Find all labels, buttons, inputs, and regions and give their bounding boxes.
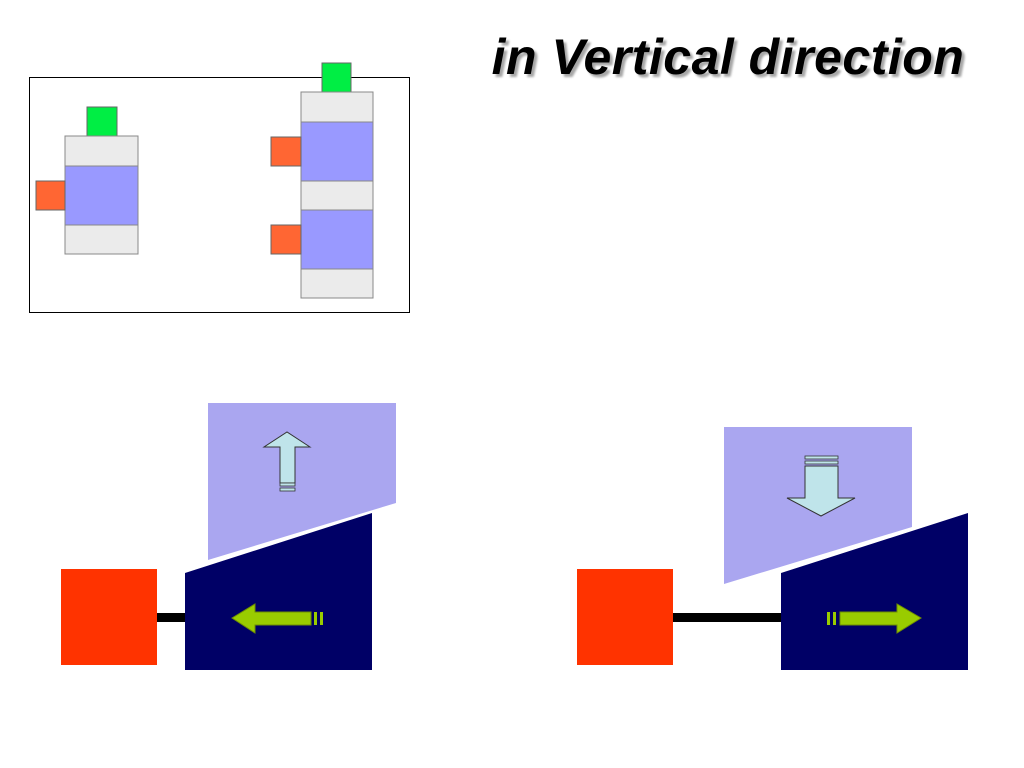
module-core-upper (300, 121, 374, 182)
module-overview-frame (29, 77, 410, 313)
arrow-down-icon (786, 455, 856, 517)
anchor-block (577, 569, 673, 665)
module-core-lower (300, 209, 374, 270)
slide-title: in Vertical direction (491, 29, 965, 85)
connecting-rod (156, 613, 186, 622)
slide-wedge (185, 513, 372, 670)
side-connector (35, 180, 66, 211)
arrow-right-icon (827, 603, 922, 634)
arrow-up-icon (262, 431, 312, 492)
anchor-block (61, 569, 157, 665)
arrow-left-icon (231, 603, 323, 634)
side-connector-lower (270, 224, 302, 255)
top-connector (321, 62, 352, 93)
side-connector-upper (270, 136, 302, 167)
wedge-mechanism-lift (61, 403, 396, 670)
single-module (35, 106, 139, 255)
top-connector (86, 106, 118, 137)
stacked-module (270, 62, 374, 299)
lift-block (208, 403, 396, 560)
module-core (64, 165, 139, 226)
wedge-mechanism-lower (577, 427, 968, 670)
connecting-rod (672, 613, 784, 622)
slide-wedge (781, 513, 968, 670)
